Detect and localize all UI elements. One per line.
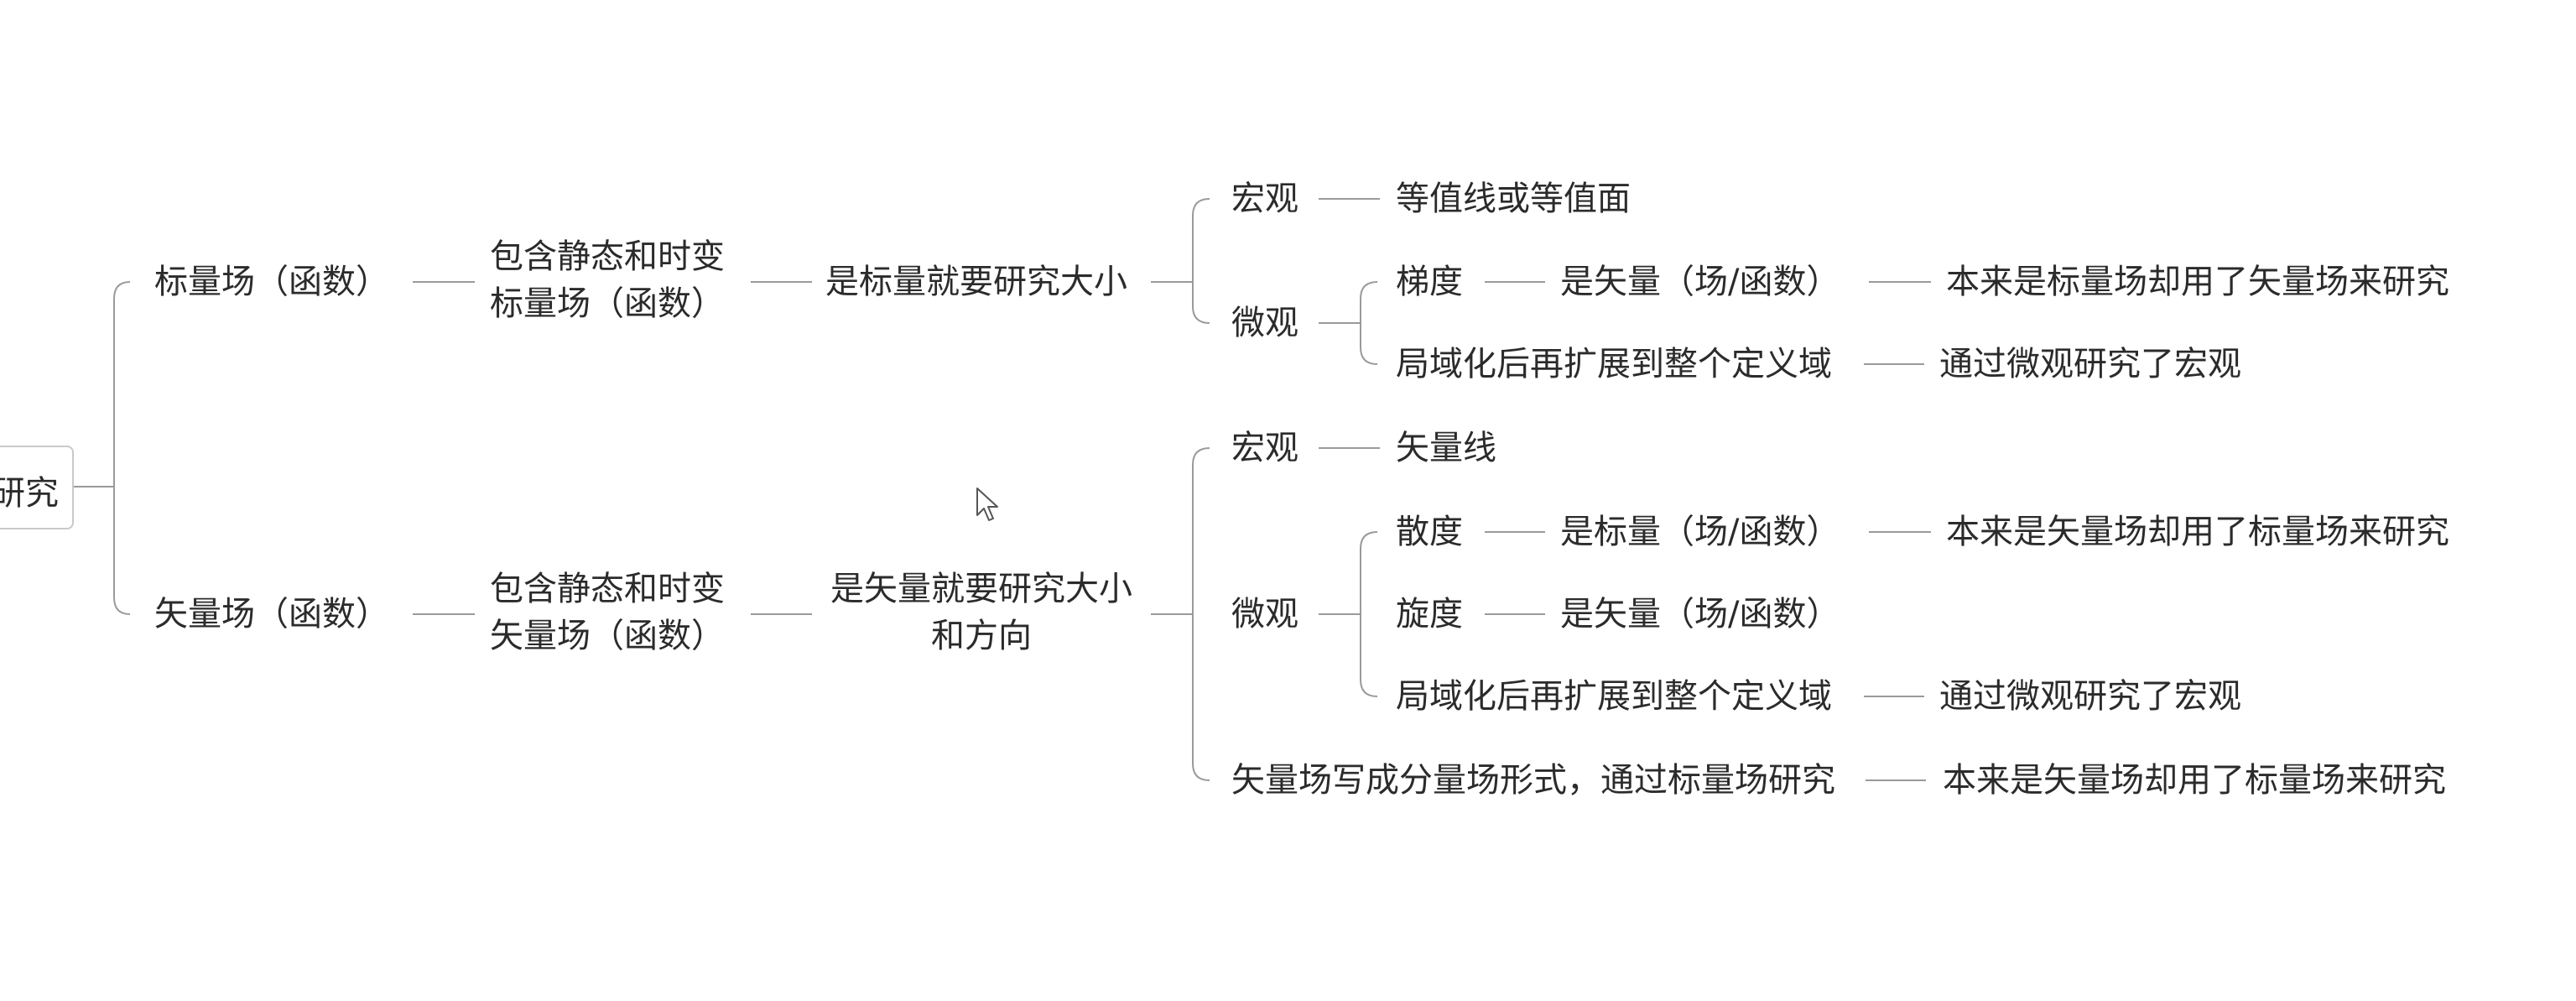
vector-field-node[interactable]: 矢量场（函数） xyxy=(154,595,389,633)
component-node[interactable]: 矢量场写成分量场形式，通过标量场研究 xyxy=(1231,761,1835,800)
connector-scalar-micro-fork xyxy=(1360,281,1378,365)
scalar-research-node[interactable]: 是标量就要研究大小 xyxy=(825,263,1127,301)
scalar-desc-line-2: 标量场（函数） xyxy=(490,284,725,323)
connector-root-fork xyxy=(113,281,131,615)
gradient-node[interactable]: 梯度 xyxy=(1396,263,1463,301)
vector-micro-node[interactable]: 微观 xyxy=(1231,595,1298,633)
scalar-localize-note-node[interactable]: 通过微观研究了宏观 xyxy=(1939,345,2241,383)
scalar-macro-child-node[interactable]: 等值线或等值面 xyxy=(1396,180,1631,218)
gradient-note-node[interactable]: 本来是标量场却用了矢量场来研究 xyxy=(1946,263,2449,301)
vector-desc-line-1: 包含静态和时变 xyxy=(490,570,725,608)
scalar-macro-node[interactable]: 宏观 xyxy=(1231,180,1298,218)
scalar-field-node[interactable]: 标量场（函数） xyxy=(154,263,389,301)
scalar-desc-node[interactable]: 包含静态和时变 标量场（函数） xyxy=(490,233,725,327)
connector-vector-micro-fork xyxy=(1360,531,1378,697)
vector-macro-child-node[interactable]: 矢量线 xyxy=(1396,429,1496,467)
vector-localize-node[interactable]: 局域化后再扩展到整个定义域 xyxy=(1396,677,1832,716)
divergence-node[interactable]: 散度 xyxy=(1396,513,1463,551)
vector-desc-node[interactable]: 包含静态和时变 矢量场（函数） xyxy=(490,566,725,660)
connector-scalar-fork xyxy=(1192,198,1210,324)
vector-research-node[interactable]: 是矢量就要研究大小 和方向 xyxy=(825,566,1137,660)
scalar-localize-node[interactable]: 局域化后再扩展到整个定义域 xyxy=(1396,345,1832,383)
scalar-micro-node[interactable]: 微观 xyxy=(1231,304,1298,342)
curl-node[interactable]: 旋度 xyxy=(1396,595,1463,633)
scalar-desc-line-1: 包含静态和时变 xyxy=(490,237,725,276)
root-node-box[interactable] xyxy=(0,446,74,529)
mouse-pointer-icon xyxy=(976,487,998,521)
vector-localize-note-node[interactable]: 通过微观研究了宏观 xyxy=(1939,677,2241,716)
divergence-type-node[interactable]: 是标量（场/函数） xyxy=(1560,513,1840,551)
component-note-node[interactable]: 本来是矢量场却用了标量场来研究 xyxy=(1943,761,2446,800)
vector-desc-line-2: 矢量场（函数） xyxy=(490,617,725,655)
gradient-type-node[interactable]: 是矢量（场/函数） xyxy=(1560,263,1840,301)
root-node-label: 研究 xyxy=(0,474,59,513)
curl-type-node[interactable]: 是矢量（场/函数） xyxy=(1560,595,1840,633)
divergence-note-node[interactable]: 本来是矢量场却用了标量场来研究 xyxy=(1946,513,2449,551)
vector-macro-node[interactable]: 宏观 xyxy=(1231,429,1298,467)
vector-research-line-2: 和方向 xyxy=(931,617,1032,655)
connector-vector-fork xyxy=(1192,447,1210,781)
vector-research-line-1: 是矢量就要研究大小 xyxy=(830,570,1132,608)
